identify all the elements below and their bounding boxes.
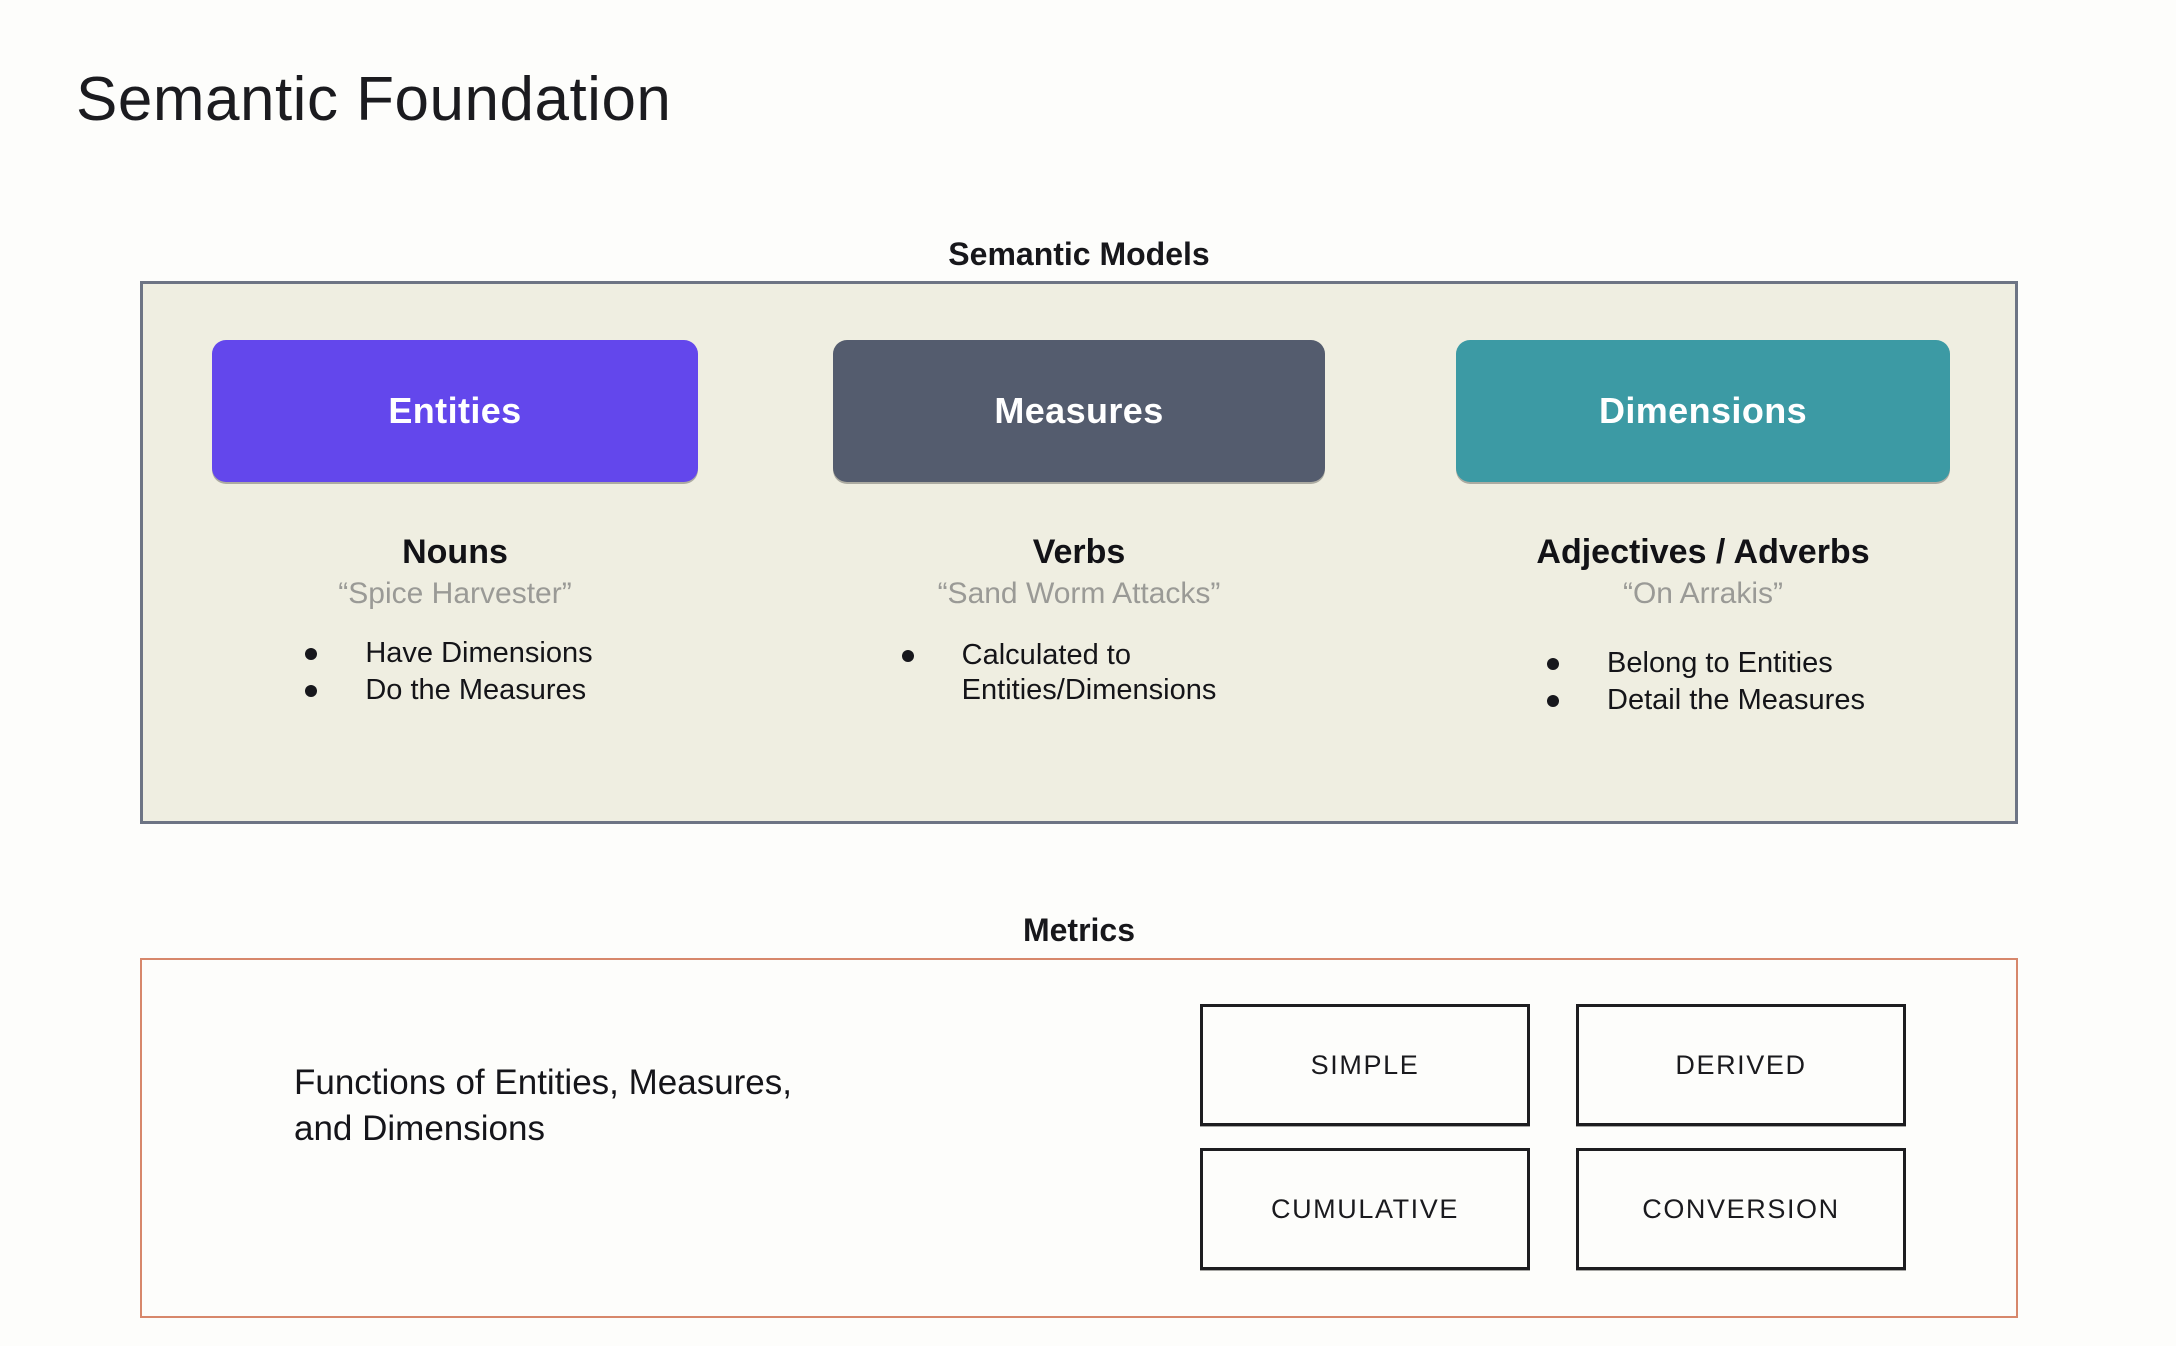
entities-card[interactable]: Entities bbox=[212, 340, 698, 482]
list-item: Calculated to Entities/Dimensions bbox=[901, 638, 1217, 709]
bullet-dot-icon bbox=[1547, 657, 1560, 670]
semantic-column-dimensions: Dimensions Adjectives / Adverbs “On Arra… bbox=[1391, 284, 2015, 821]
page-title: Semantic Foundation bbox=[76, 65, 672, 134]
list-item: Have Dimensions bbox=[305, 636, 593, 671]
dimensions-example: “On Arrakis” bbox=[1622, 577, 1784, 611]
metrics-panel: Functions of Entities, Measures, and Dim… bbox=[140, 958, 2018, 1318]
entities-example: “Spice Harvester” bbox=[338, 577, 572, 611]
bullet-dot-icon bbox=[901, 649, 914, 662]
entities-part-of-speech: Nouns bbox=[402, 533, 508, 571]
bullet-dot-icon bbox=[1547, 695, 1560, 708]
list-item: Belong to Entities bbox=[1547, 646, 1865, 681]
metric-type-cumulative[interactable]: CUMULATIVE bbox=[1200, 1148, 1530, 1270]
list-item: Detail the Measures bbox=[1547, 683, 1865, 718]
semantic-column-entities: Entities Nouns “Spice Harvester” Have Di… bbox=[143, 284, 767, 821]
measures-bullet-list: Calculated to Entities/Dimensions bbox=[901, 638, 1217, 711]
metrics-caption: Metrics bbox=[1022, 912, 1136, 948]
measures-card[interactable]: Measures bbox=[833, 340, 1325, 482]
bullet-dot-icon bbox=[305, 647, 318, 660]
dimensions-card[interactable]: Dimensions bbox=[1456, 340, 1950, 482]
measures-example: “Sand Worm Attacks” bbox=[937, 577, 1221, 611]
list-item: Do the Measures bbox=[305, 673, 592, 708]
list-item-label: Detail the Measures bbox=[1607, 684, 1865, 717]
semantic-models-panel: Entities Nouns “Spice Harvester” Have Di… bbox=[140, 281, 2018, 824]
metric-type-conversion[interactable]: CONVERSION bbox=[1576, 1148, 1906, 1270]
metrics-type-grid: SIMPLE DERIVED CUMULATIVE CONVERSION bbox=[1200, 1004, 1906, 1270]
list-item-label: Belong to Entities bbox=[1607, 646, 1833, 679]
list-item-label: Have Dimensions bbox=[365, 636, 593, 669]
list-item-label: Do the Measures bbox=[365, 674, 587, 707]
measures-part-of-speech: Verbs bbox=[1032, 533, 1126, 571]
metric-type-derived[interactable]: DERIVED bbox=[1576, 1004, 1906, 1126]
semantic-column-measures: Measures Verbs “Sand Worm Attacks” Calcu… bbox=[767, 284, 1391, 821]
dimensions-part-of-speech: Adjectives / Adverbs bbox=[1536, 533, 1870, 571]
dimensions-bullet-list: Belong to Entities Detail the Measures bbox=[1547, 646, 1865, 721]
semantic-models-caption: Semantic Models bbox=[948, 236, 1210, 272]
metrics-description: Functions of Entities, Measures, and Dim… bbox=[294, 1063, 792, 1149]
entities-bullet-list: Have Dimensions Do the Measures bbox=[305, 636, 593, 711]
list-item-label: Calculated to Entities/Dimensions bbox=[961, 638, 1217, 707]
semantic-models-columns: Entities Nouns “Spice Harvester” Have Di… bbox=[143, 284, 2015, 821]
bullet-dot-icon bbox=[305, 685, 318, 698]
metric-type-simple[interactable]: SIMPLE bbox=[1200, 1004, 1530, 1126]
